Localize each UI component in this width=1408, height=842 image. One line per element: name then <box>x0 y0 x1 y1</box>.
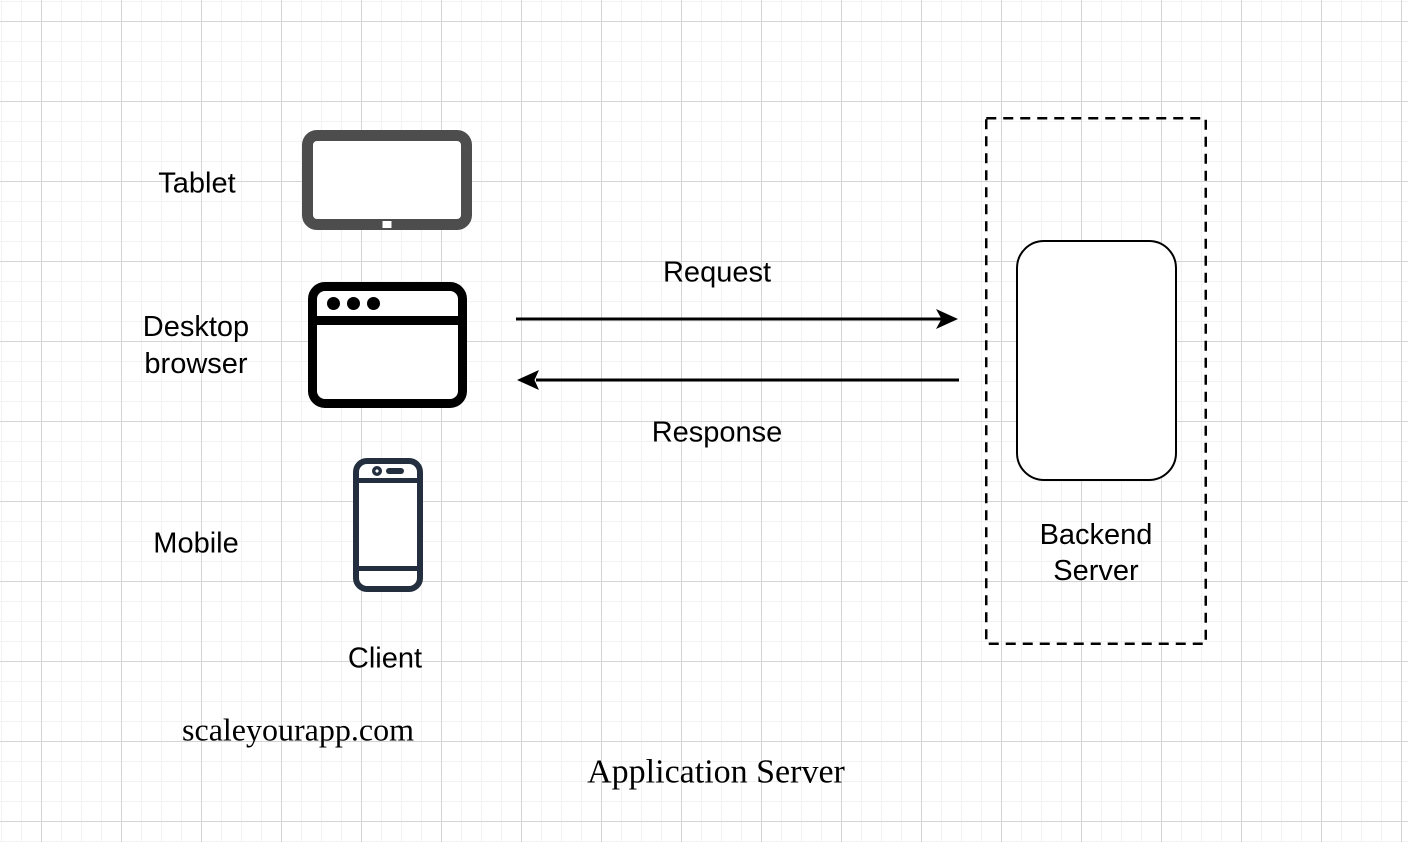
tablet-home-button-icon <box>382 221 392 228</box>
browser-dot-icon <box>367 297 380 310</box>
desktop-browser-label: Desktop browser <box>142 311 250 380</box>
browser-titlebar <box>317 291 458 325</box>
desktop-browser-icon <box>308 282 467 408</box>
mobile-icon <box>353 458 423 592</box>
response-label: Response <box>651 416 783 449</box>
speaker-icon <box>386 468 404 474</box>
browser-dot-icon <box>327 297 340 310</box>
client-group-label: Client <box>347 642 423 675</box>
backend-server-dashed-boundary <box>985 117 1207 645</box>
request-label: Request <box>662 256 772 289</box>
mobile-label: Mobile <box>153 527 239 560</box>
mobile-bottom-bar <box>359 566 417 571</box>
request-arrow-icon <box>516 309 958 329</box>
camera-icon <box>372 466 382 476</box>
response-arrow-icon <box>517 370 959 390</box>
tablet-label: Tablet <box>158 167 236 200</box>
watermark-text: scaleyourapp.com <box>182 711 414 748</box>
browser-dot-icon <box>347 297 360 310</box>
backend-server-node <box>1016 240 1177 481</box>
mobile-topbar <box>359 464 417 483</box>
tablet-icon <box>302 130 472 230</box>
diagram-title: Application Server <box>587 753 845 791</box>
backend-server-label: Backend Server <box>1039 519 1153 587</box>
